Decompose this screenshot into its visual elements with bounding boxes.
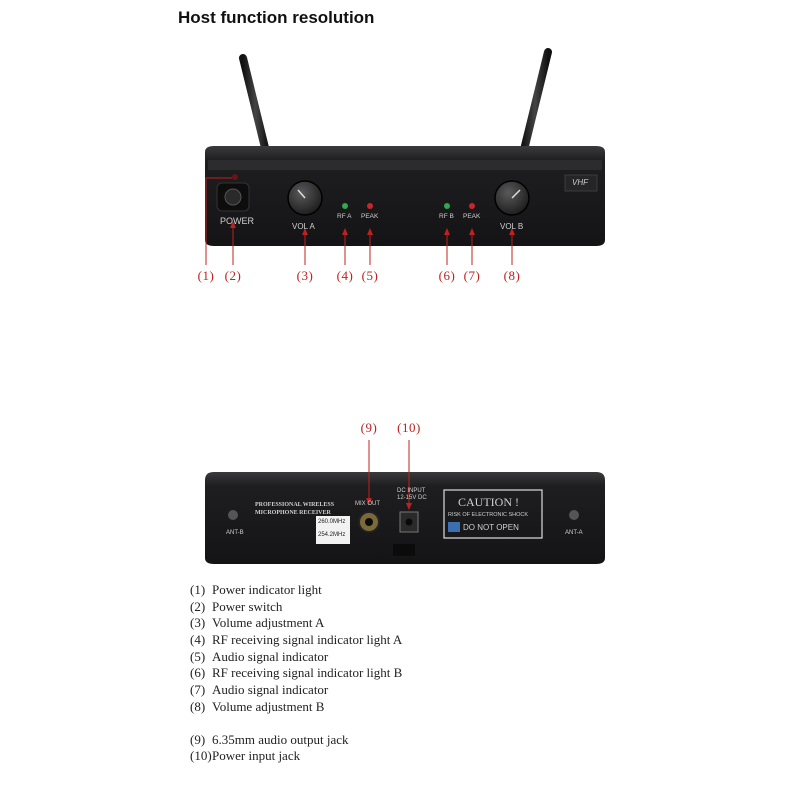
frequency-sticker bbox=[316, 516, 350, 544]
vol-a-label: VOL A bbox=[292, 222, 315, 231]
rf-a-label: RF A bbox=[337, 213, 352, 220]
legend-item: (5)Audio signal indicator bbox=[190, 648, 329, 664]
peak-b-label: PEAK bbox=[463, 213, 481, 220]
rf-b-led-icon bbox=[444, 203, 450, 209]
peak-a-label: PEAK bbox=[361, 213, 379, 220]
legend-item: (9)6.35mm audio output jack bbox=[190, 731, 349, 747]
legend-item: (2)Power switch bbox=[190, 598, 283, 614]
callout-7: (7) bbox=[463, 268, 481, 283]
callout-1: (1) bbox=[197, 268, 215, 283]
vol-b-label: VOL B bbox=[500, 222, 524, 231]
freq-1: 260.0MHz bbox=[318, 519, 346, 525]
power-label: POWER bbox=[220, 216, 255, 226]
caution-sub: RISK OF ELECTRONIC SHOCK bbox=[448, 512, 529, 518]
legend-item: (4)RF receiving signal indicator light A bbox=[190, 632, 403, 648]
front-antenna-left bbox=[239, 54, 272, 164]
dc-input-label-2: 12-15V DC bbox=[397, 495, 427, 501]
page-title: Host function resolution bbox=[178, 8, 375, 27]
power-indicator-icon bbox=[232, 174, 238, 180]
front-antenna-right bbox=[518, 48, 552, 162]
front-body bbox=[205, 146, 605, 246]
legend-item: (8)Volume adjustment B bbox=[190, 698, 325, 714]
brand-line-2: MICROPHONE RECEIVER bbox=[255, 510, 331, 516]
callout-8: (8) bbox=[503, 268, 521, 283]
callout-5: (5) bbox=[361, 268, 379, 283]
ant-b-label: ANT-B bbox=[226, 530, 244, 536]
legend-item: (1)Power indicator light bbox=[190, 582, 322, 597]
callout-4: (4) bbox=[336, 268, 354, 283]
ant-a-label: ANT-A bbox=[565, 530, 583, 536]
callout-6: (6) bbox=[438, 268, 456, 283]
legend: (1)Power indicator light (2)Power switch… bbox=[190, 582, 402, 765]
peak-a-led-icon bbox=[367, 203, 373, 209]
legend-item: (7)Audio signal indicator bbox=[190, 682, 329, 698]
band-label: VHF bbox=[572, 178, 588, 187]
ant-b-screw-icon bbox=[228, 510, 238, 520]
callout-9: (9) bbox=[360, 420, 378, 435]
freq-2: 254.2MHz bbox=[318, 532, 346, 538]
caution-open: DO NOT OPEN bbox=[463, 523, 519, 532]
vhf-badge bbox=[564, 174, 598, 192]
dc-input-label-1: DC INPUT bbox=[397, 488, 426, 494]
caution-title: CAUTION ! bbox=[458, 495, 519, 509]
legend-item: (6)RF receiving signal indicator light B bbox=[190, 665, 403, 681]
vol-b-knob-icon bbox=[494, 180, 530, 216]
legend-item: (10)Power input jack bbox=[190, 748, 301, 764]
callout-3: (3) bbox=[296, 268, 314, 283]
callout-2: (2) bbox=[224, 268, 242, 283]
mix-out-label: MIX OUT bbox=[355, 501, 380, 507]
legend-item: (3)Volume adjustment A bbox=[190, 615, 325, 631]
callout-10: (10) bbox=[397, 420, 421, 435]
ant-a-screw-icon bbox=[569, 510, 579, 520]
back-callout-lines bbox=[368, 440, 410, 505]
brand-line-1: PROFESSIONAL WIRELESS bbox=[255, 502, 335, 508]
caution-plate bbox=[443, 489, 543, 539]
front-view bbox=[205, 48, 605, 265]
peak-b-led-icon bbox=[469, 203, 475, 209]
back-view bbox=[205, 293, 605, 564]
front-callout-lines bbox=[205, 177, 513, 265]
back-foot bbox=[393, 544, 415, 556]
rf-b-label: RF B bbox=[439, 213, 454, 220]
rf-a-led-icon bbox=[342, 203, 348, 209]
vol-a-knob-icon bbox=[287, 180, 323, 216]
power-switch-icon bbox=[224, 188, 242, 206]
